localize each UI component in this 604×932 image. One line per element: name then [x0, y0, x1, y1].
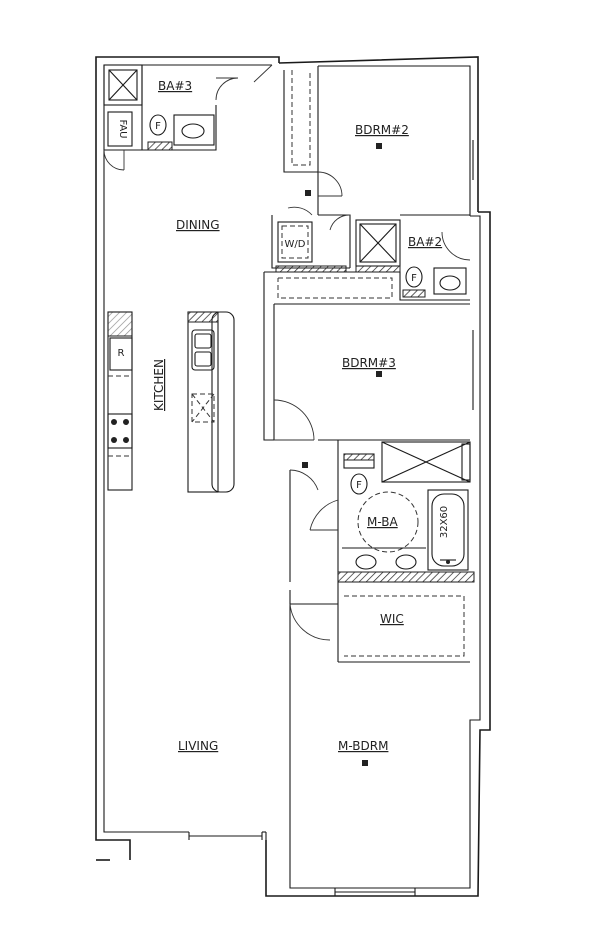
bedroom-3-area [273, 330, 474, 582]
label-ba3: BA#3 [158, 79, 192, 93]
exterior-walls [95, 56, 491, 897]
label-bdrm2: BDRM#2 [355, 123, 409, 137]
marker-bdrm3 [376, 371, 382, 377]
bedroom-2-area [283, 66, 474, 215]
label-mba: M-BA [367, 515, 398, 529]
label-fau: FAU [117, 120, 128, 139]
label-dining: DINING [176, 218, 220, 232]
water-heater-label-mba: F [356, 480, 362, 491]
kitchen-area [107, 311, 235, 493]
stove [107, 413, 133, 449]
label-tub: 32X60 [439, 506, 450, 538]
laundry-bath-2 [263, 206, 471, 441]
water-heater-label-ba2: F [411, 273, 417, 284]
marker-bdrm2 [376, 143, 382, 149]
label-wic: WIC [380, 612, 404, 626]
master-bedroom-area [362, 760, 368, 766]
label-mbdrm: M-BDRM [338, 739, 388, 753]
label-kitchen: KITCHEN [152, 359, 166, 411]
label-bdrm3: BDRM#3 [342, 356, 396, 370]
walk-in-closet [289, 581, 470, 663]
label-ba2: BA#2 [408, 235, 442, 249]
bath-3 [103, 64, 273, 171]
refrigerator-label: R [118, 348, 125, 359]
label-wd: W/D [285, 239, 306, 250]
master-bath [289, 441, 475, 583]
water-heater-label-top: F [155, 121, 161, 132]
label-living: LIVING [178, 739, 218, 753]
